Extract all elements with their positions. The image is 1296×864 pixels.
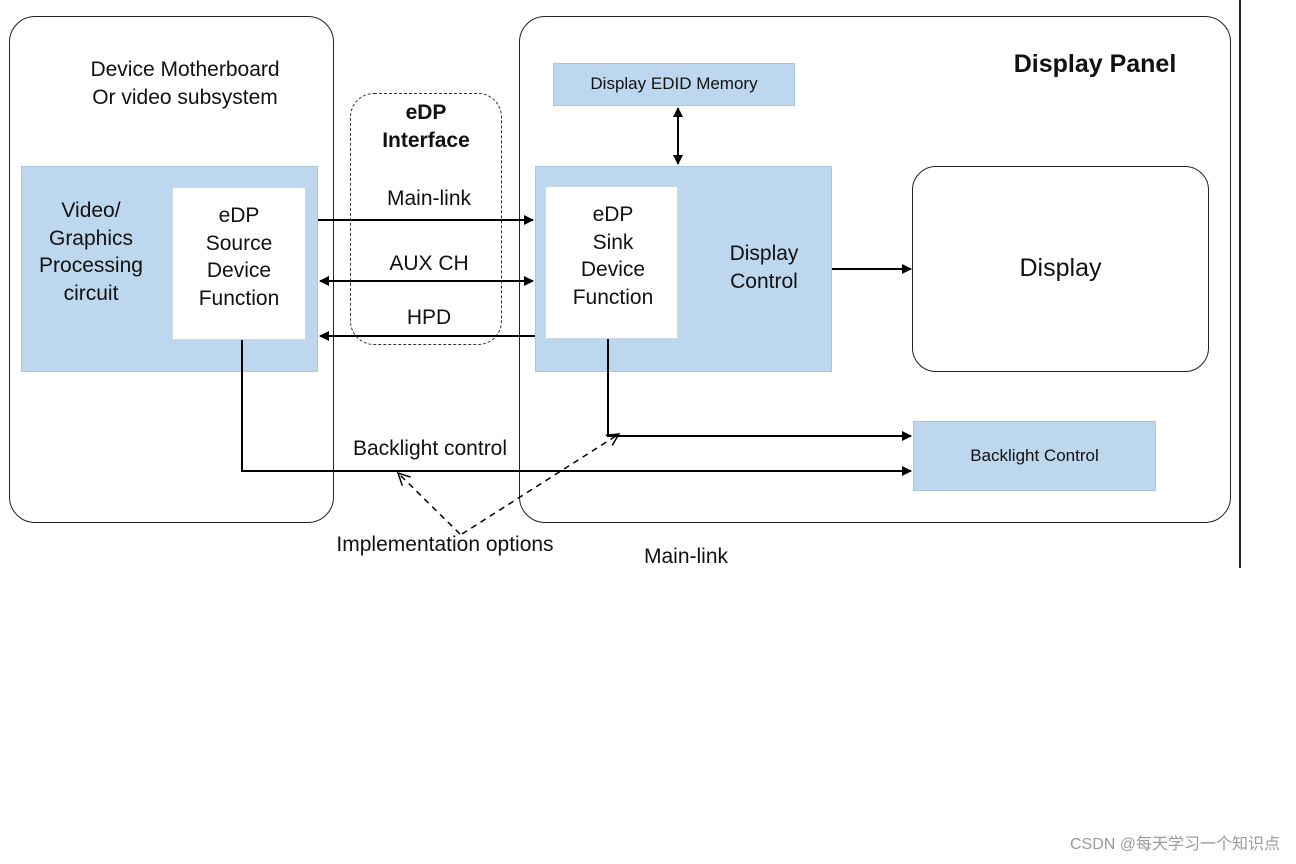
sink-label-line3: Device [580,258,646,282]
main-link-label: Main-link [386,187,472,210]
source-label-line4: Function [198,287,280,311]
hpd-label: HPD [406,306,452,329]
display-control-label: Display Control [700,240,828,295]
display-edid-memory-label: Display EDID Memory [590,74,758,93]
display-edid-memory [553,63,795,106]
sink-label-line2: Sink [592,230,634,254]
backlight-control-annotation: Backlight control [352,437,508,460]
source-label-line3: Device [206,259,272,283]
source-label-line2: Source [205,231,273,255]
gpu-label-line4: circuit [63,282,119,306]
display-panel-title: Display Panel [1013,50,1177,78]
interface-title-line1: eDP [405,101,447,124]
edp-source-device-function [172,187,306,340]
watermark: CSDN @每天学习一个知识点 [1069,836,1280,853]
gpu-label-line3: Processing [39,254,143,278]
graphics-processing-label: Video/ Graphics Processing circuit [26,197,156,308]
motherboard-title: Device Motherboard Or video subsystem [40,56,330,111]
backlight-control-block-label: Backlight Control [970,446,1099,465]
motherboard-title-line1: Device Motherboard [90,58,280,81]
edp-interface-title: eDP Interface [350,99,502,154]
main-link-bottom-annotation: Main-link [643,545,729,568]
backlight-control-block [913,421,1156,491]
control-label-line1: Display [729,242,799,265]
display-label: Display [1019,254,1102,282]
sink-label-line4: Function [572,286,654,310]
sink-label-line1: eDP [592,203,634,226]
aux-ch-label: AUX CH [389,252,469,275]
page-edge-line [1239,0,1241,568]
gpu-label-line1: Video/ [61,199,121,222]
gpu-label-line2: Graphics [48,226,134,250]
source-label-line1: eDP [218,204,260,227]
implementation-options-annotation: Implementation options [336,533,554,556]
edp-sink-device-function [545,186,678,339]
interface-title-line2: Interface [382,128,470,152]
control-label-line2: Control [730,269,798,293]
display-box [912,166,1209,372]
implementation-pointer-left [398,473,461,535]
motherboard-title-line2: Or video subsystem [92,85,278,109]
edp-source-label: eDP Source Device Function [172,202,306,313]
edp-sink-label: eDP Sink Device Function [545,201,681,312]
